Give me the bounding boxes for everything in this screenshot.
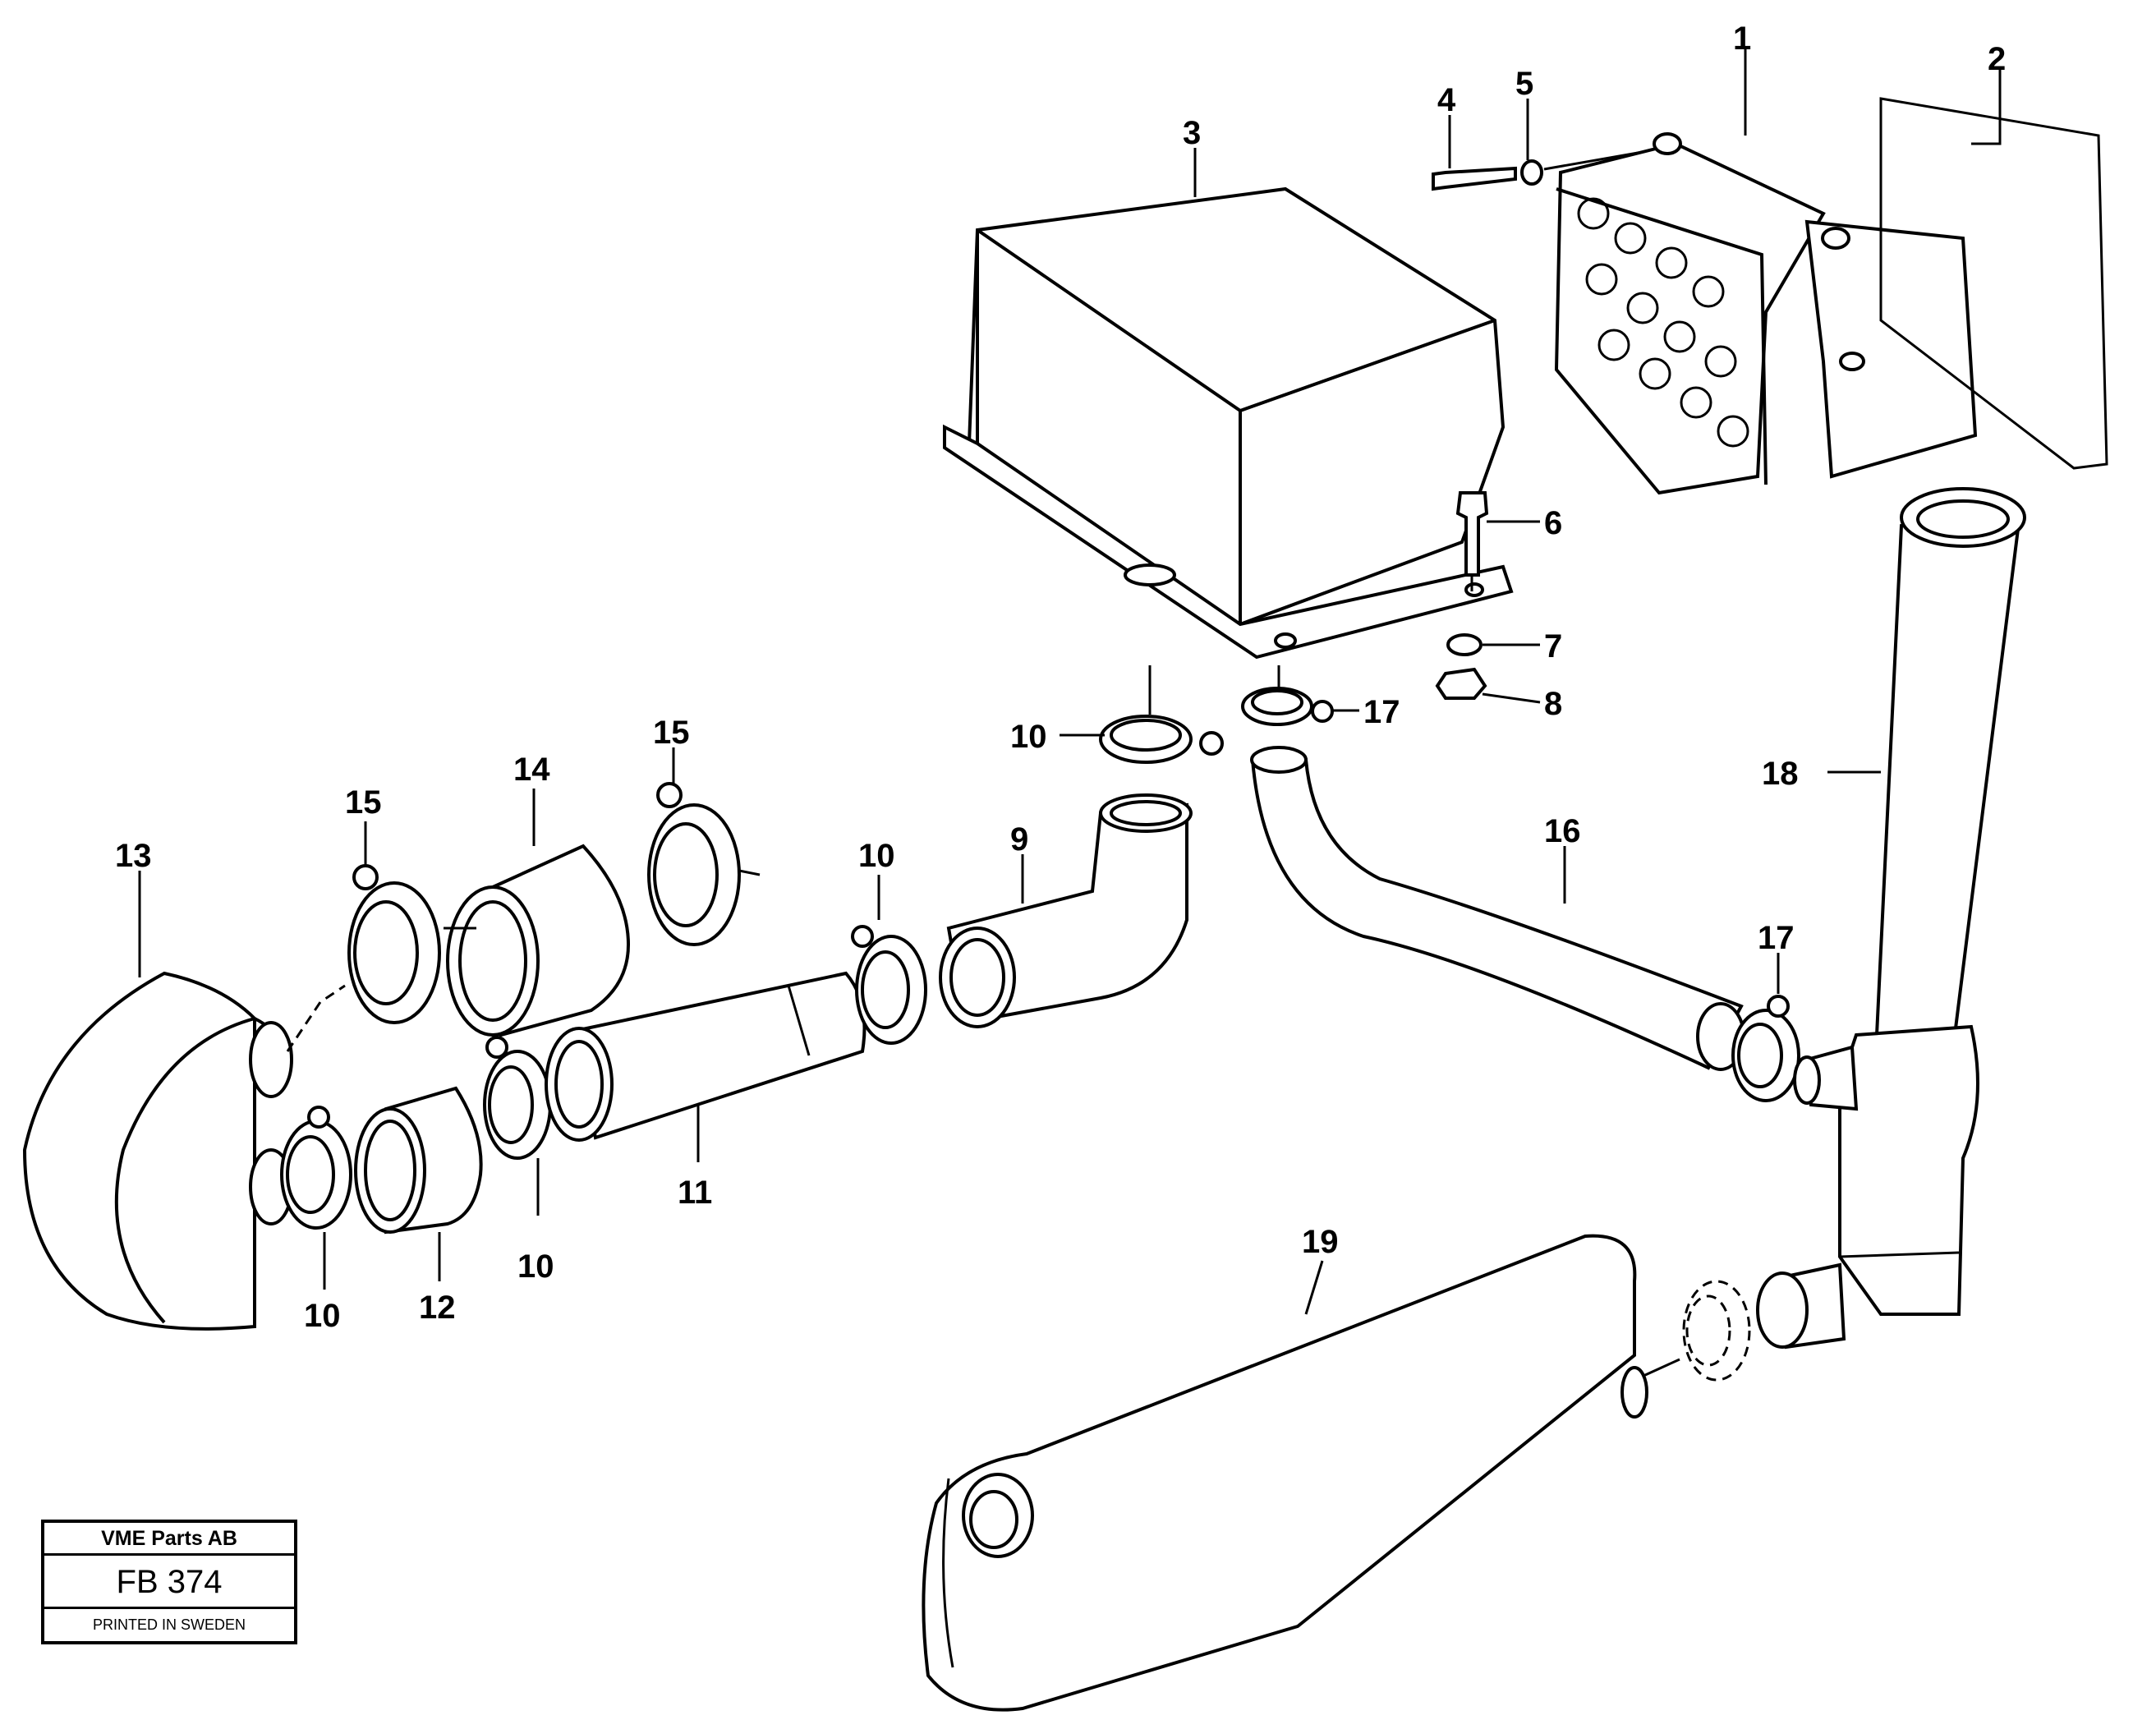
callout-12: 12 — [419, 1290, 456, 1326]
part-17-clamp-right — [1731, 995, 1800, 1102]
part-12-hose — [354, 1086, 483, 1235]
part-7-washer — [1446, 633, 1483, 656]
callout-1: 1 — [1733, 21, 1751, 57]
company-name: VME Parts AB — [44, 1523, 294, 1556]
dashed-clamp — [1682, 1280, 1751, 1382]
connector-holes — [1577, 197, 1749, 448]
part-3-housing — [943, 186, 1514, 660]
callout-16: 16 — [1544, 813, 1581, 849]
part-9-elbow-hose — [939, 793, 1193, 1028]
callout-8: 8 — [1544, 686, 1562, 722]
callout-6: 6 — [1544, 505, 1562, 541]
callout-15-left: 15 — [345, 784, 382, 821]
callout-10-lower-left: 10 — [304, 1298, 341, 1334]
callout-13: 13 — [115, 838, 152, 874]
callout-3: 3 — [1183, 115, 1201, 151]
part-14-hose — [446, 844, 631, 1037]
callout-19: 19 — [1302, 1224, 1339, 1260]
part-16-hose — [1250, 746, 1745, 1071]
part-18-exhaust-pipe — [1756, 487, 2026, 1350]
part-8-nut — [1435, 667, 1487, 700]
part-10-clamp-mid — [851, 925, 927, 1045]
part-11-hose — [545, 971, 867, 1142]
part-13-cowl — [22, 971, 293, 1331]
title-block: VME Parts AB FB 374 PRINTED IN SWEDEN — [41, 1520, 297, 1644]
callout-7: 7 — [1544, 628, 1562, 664]
callout-11: 11 — [678, 1175, 712, 1211]
part-10-clamp-lower-left — [280, 1106, 352, 1230]
part-15-clamp-right — [647, 782, 741, 946]
callout-15-right: 15 — [653, 715, 690, 751]
callout-10-mid: 10 — [858, 838, 895, 874]
part-19-muffler — [922, 1234, 1648, 1712]
printed-note: PRINTED IN SWEDEN — [92, 1616, 246, 1633]
callout-18: 18 — [1762, 756, 1799, 792]
callout-9: 9 — [1010, 821, 1028, 858]
part-4-bolt — [1432, 166, 1517, 191]
part-1-connector-block — [1554, 132, 1978, 495]
callout-17-top: 17 — [1363, 694, 1400, 730]
drawing-code: FB 374 — [44, 1556, 294, 1609]
callout-5: 5 — [1515, 66, 1533, 102]
callout-17-right: 17 — [1758, 920, 1795, 956]
callout-2: 2 — [1988, 41, 2006, 77]
leader-lines — [138, 49, 2002, 1315]
part-6-bolt — [1455, 491, 1489, 577]
callout-14: 14 — [513, 752, 550, 788]
callout-10-lower-mid: 10 — [517, 1248, 554, 1285]
callout-10-top: 10 — [1010, 719, 1047, 755]
part-2-gasket — [1879, 97, 2108, 470]
part-15-clamp-left — [347, 864, 441, 1024]
callouts: 1 2 3 4 5 6 7 8 9 10 10 10 10 11 12 13 1… — [115, 21, 2006, 1334]
part-17-clamp-top — [1241, 687, 1334, 726]
part-10-clamp-top — [1099, 715, 1224, 764]
part-5-washer — [1520, 159, 1543, 186]
callout-4: 4 — [1437, 82, 1456, 118]
part-10-clamp-lower-mid — [483, 1036, 552, 1160]
